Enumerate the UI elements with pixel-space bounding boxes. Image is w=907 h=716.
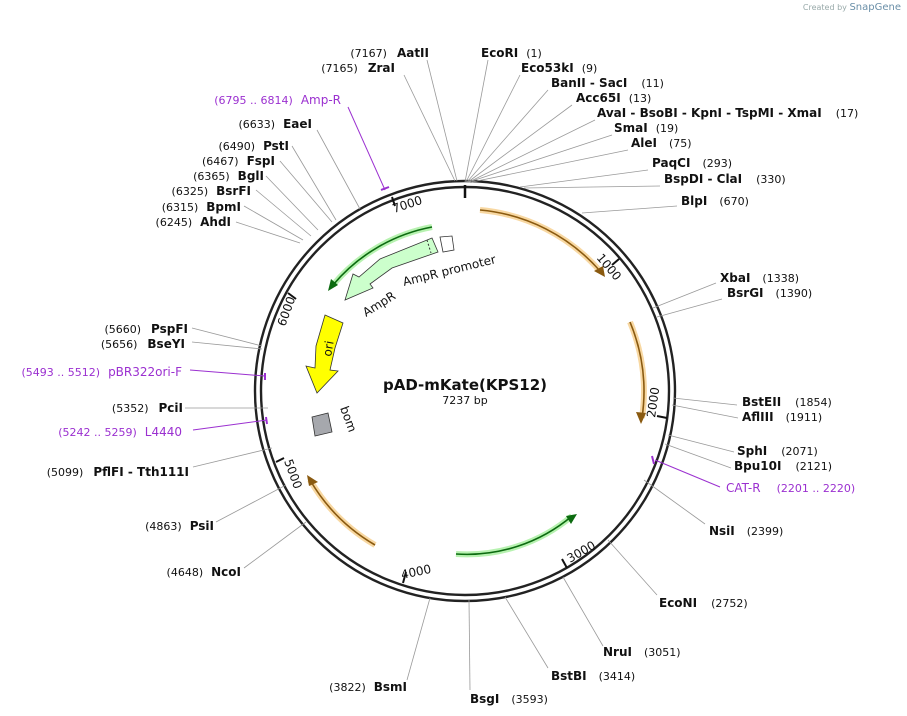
enzyme-label: AvaI - BsoBI - KpnI - TspMI - XmaI(17) <box>597 106 858 120</box>
ampr-arrow <box>344 237 439 301</box>
enzyme-label: (7167)AatII <box>350 46 429 60</box>
enzyme-label: (3822)BsmI <box>329 680 407 694</box>
enzyme-leaders <box>185 59 739 691</box>
enzyme-label: (6490)PstI <box>218 139 289 153</box>
ori-label: ori <box>320 340 336 358</box>
enzyme-label: BstEII(1854) <box>742 395 832 409</box>
bom-box <box>311 412 333 437</box>
bom-label: bom <box>337 404 359 434</box>
enzyme-label: BsgI(3593) <box>470 692 548 706</box>
enzyme-label: BsrGI(1390) <box>727 286 812 300</box>
primer-label: CAT-R(2201 .. 2220) <box>726 481 855 495</box>
primer-label: (6795 .. 6814)Amp-R <box>214 93 341 107</box>
primer-label: (5493 .. 5512)pBR322ori-F <box>22 365 183 379</box>
enzyme-label: (7165)ZraI <box>321 61 395 75</box>
tick-label-3000: 3000 <box>565 538 598 565</box>
credit-watermark: Created by SnapGene <box>803 2 901 13</box>
enzyme-label: EcoRI(1) <box>481 46 542 60</box>
enzyme-label: AflIII(1911) <box>742 410 822 424</box>
credit-brand: SnapGene <box>849 2 901 13</box>
enzyme-label: NruI(3051) <box>603 645 681 659</box>
primer-label: (5242 .. 5259)L4440 <box>58 425 182 439</box>
enzyme-label: (6315)BpmI <box>162 200 241 214</box>
ampr-promoter-arrow <box>439 235 455 253</box>
enzyme-label: (6467)FspI <box>202 154 275 168</box>
ori-arrow <box>305 314 344 394</box>
enzyme-label: (6325)BsrFI <box>172 184 251 198</box>
enzyme-label: SphI(2071) <box>737 444 818 458</box>
enzyme-label: Bpu10I(2121) <box>734 459 832 473</box>
enzyme-label: (4648)NcoI <box>167 565 241 579</box>
enzyme-label: BanII - SacI(11) <box>551 76 664 90</box>
enzyme-label: PaqCI(293) <box>652 156 732 170</box>
orf-arc-1 <box>479 207 603 273</box>
enzyme-label: BlpI(670) <box>681 194 749 208</box>
enzyme-label: (4863)PsiI <box>145 519 214 533</box>
plasmid-size: 7237 bp <box>442 394 487 407</box>
enzyme-label: (5660)PspFI <box>104 322 188 336</box>
enzyme-label: (6633)EaeI <box>239 117 312 131</box>
plasmid-name: pAD-mKate(KPS12) <box>383 376 547 394</box>
orf-arc-2 <box>627 320 647 419</box>
enzyme-label: (6365)BglI <box>193 169 264 183</box>
enzyme-label: Acc65I(13) <box>576 91 651 105</box>
enzyme-label: Eco53kI(9) <box>521 61 597 75</box>
orf-arcs <box>307 207 647 558</box>
credit-prefix: Created by <box>802 3 847 12</box>
scale-ticks <box>275 196 668 584</box>
enzyme-label: BspDI - ClaI(330) <box>664 172 786 186</box>
tick-label-2000: 2000 <box>644 386 662 418</box>
orf-arc-3 <box>455 513 574 558</box>
tick-label-4000: 4000 <box>400 562 433 582</box>
enzyme-label: AleI(75) <box>631 136 692 150</box>
enzyme-label: BstBI(3414) <box>551 669 635 683</box>
enzyme-label: NsiI(2399) <box>709 524 783 538</box>
enzyme-label: (5656)BseYI <box>101 337 185 351</box>
primer-leaders <box>189 106 721 488</box>
enzyme-label: (5099)PflFI - Tth111I <box>47 465 189 479</box>
enzyme-label: XbaI(1338) <box>720 271 799 285</box>
enzyme-label: (6245)AhdI <box>156 215 231 229</box>
tick-label-6000: 6000 <box>275 295 299 328</box>
enzyme-label: (5352)PciI <box>112 401 183 415</box>
enzyme-label: SmaI(19) <box>614 121 678 135</box>
enzyme-label: EcoNI(2752) <box>659 596 748 610</box>
tick-label-7000: 7000 <box>391 193 424 216</box>
ampr-label: AmpR <box>360 289 398 320</box>
